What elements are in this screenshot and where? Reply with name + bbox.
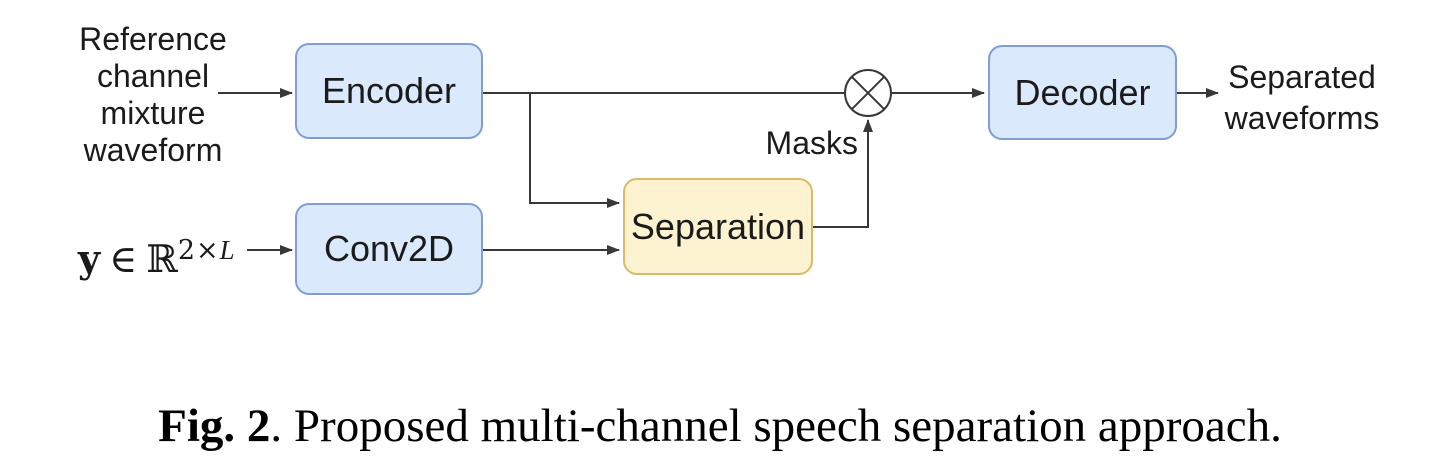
figure-caption-text: . Proposed multi-channel speech separati… <box>270 400 1282 452</box>
superscript-length-var: L <box>219 235 236 265</box>
multiply-icon <box>844 69 892 117</box>
separation-node-label: Separation <box>630 205 806 247</box>
superscript-dims: 2× <box>177 235 220 266</box>
figure-caption: Fig. 2. Proposed multi-channel speech se… <box>0 399 1440 453</box>
conv2d-node-label: Conv2D <box>323 228 455 269</box>
decoder-node-label: Decoder <box>1014 71 1151 113</box>
masks-label: Masks <box>765 125 858 161</box>
decoder-node: Decoder <box>988 45 1177 140</box>
conv2d-node: Conv2D <box>295 203 483 295</box>
encoder-node-label: Encoder <box>321 70 457 111</box>
figure-caption-label: Fig. 2 <box>158 400 271 452</box>
encoder-node: Encoder <box>295 43 483 139</box>
separated-output-label: Separated waveforms <box>1224 59 1380 136</box>
separation-node: Separation <box>623 178 813 275</box>
formula-superscript: 2×L <box>178 235 236 266</box>
element-of-symbol: ∈ <box>109 237 138 281</box>
formula-vector: y <box>78 236 101 281</box>
real-set-symbol: ℝ <box>146 237 178 281</box>
input-formula: y∈ℝ2×L <box>78 227 236 282</box>
arrow-separation-to-multiply <box>813 119 873 228</box>
arrow-encoder-branch-to-separation <box>529 93 620 208</box>
reference-input-label: Reference channel mixture waveform <box>79 21 227 168</box>
